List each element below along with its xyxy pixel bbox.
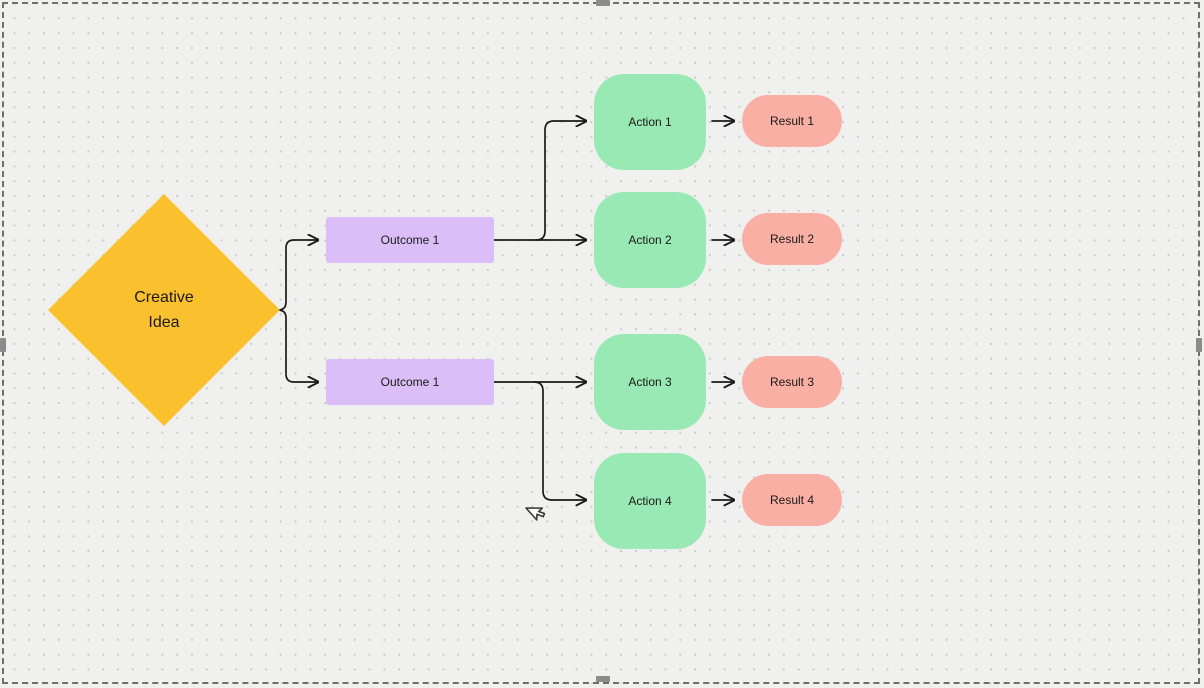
node-label-result-4: Result 4 [769,493,815,507]
node-result-3[interactable]: Result 3 [742,356,842,408]
creative-idea-line-1: Creative [134,289,194,306]
node-action-3[interactable]: Action 3 [594,334,706,430]
node-outcome-2[interactable]: Outcome 1 [326,359,494,405]
node-action-1[interactable]: Action 1 [594,74,706,170]
node-label-outcome-2: Outcome 1 [380,375,440,389]
node-label-action-2: Action 2 [628,233,672,247]
node-label-action-3: Action 3 [628,375,672,389]
node-label-action-4: Action 4 [628,494,672,508]
node-label-action-1: Action 1 [628,115,672,129]
creative-idea-line-2: Idea [148,314,180,331]
edge-outcome-2-to-action-4 [533,381,586,500]
resize-handle-left[interactable] [0,338,6,352]
resize-handle-top[interactable] [596,0,610,6]
node-result-2[interactable]: Result 2 [742,213,842,265]
node-result-1[interactable]: Result 1 [742,95,842,147]
node-creative-idea[interactable]: Creative Idea [48,194,280,426]
node-label-result-3: Result 3 [769,375,815,389]
node-label-result-2: Result 2 [769,232,815,246]
edge-idea-to-outcome-2 [277,309,318,382]
edge-outcome-1-to-action-1 [535,121,586,241]
resize-handle-right[interactable] [1196,338,1202,352]
node-label-result-1: Result 1 [769,114,815,128]
edge-idea-to-outcome-1 [277,240,318,311]
node-outcome-1[interactable]: Outcome 1 [326,217,494,263]
node-action-2[interactable]: Action 2 [594,192,706,288]
node-label-creative-idea: Creative Idea [94,285,234,335]
node-label-outcome-1: Outcome 1 [380,233,440,247]
node-result-4[interactable]: Result 4 [742,474,842,526]
node-action-4[interactable]: Action 4 [594,453,706,549]
resize-handle-bottom[interactable] [596,676,610,682]
